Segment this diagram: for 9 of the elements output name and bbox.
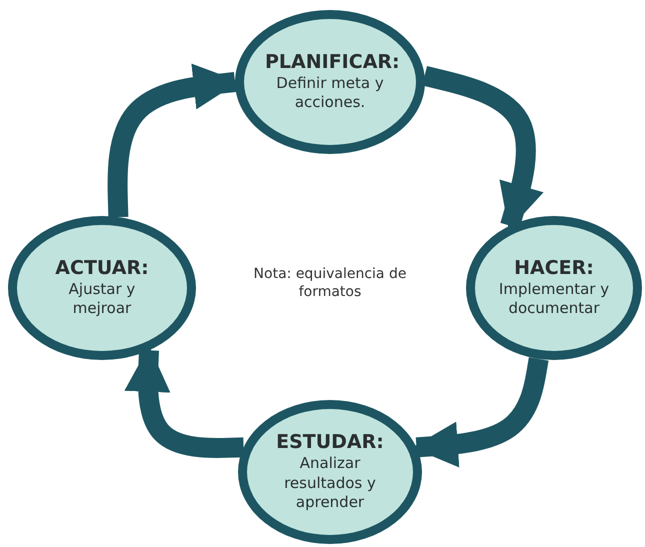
- stage-description: Analizar resultados y aprender: [283, 454, 377, 513]
- note-text: Nota: equivalencia de formatos: [252, 265, 408, 302]
- stage-description: Implementar y documentar: [498, 280, 610, 319]
- stage-title: HACER:: [514, 257, 594, 280]
- stage-title: ACTUAR:: [55, 257, 149, 280]
- stage-title: PLANIFICAR:: [265, 51, 395, 74]
- stage-title: ESTUDAR:: [276, 431, 384, 454]
- stage-description: Ajustar y mejroar: [68, 280, 136, 319]
- stage-description: Definir meta y acciones.: [275, 74, 385, 113]
